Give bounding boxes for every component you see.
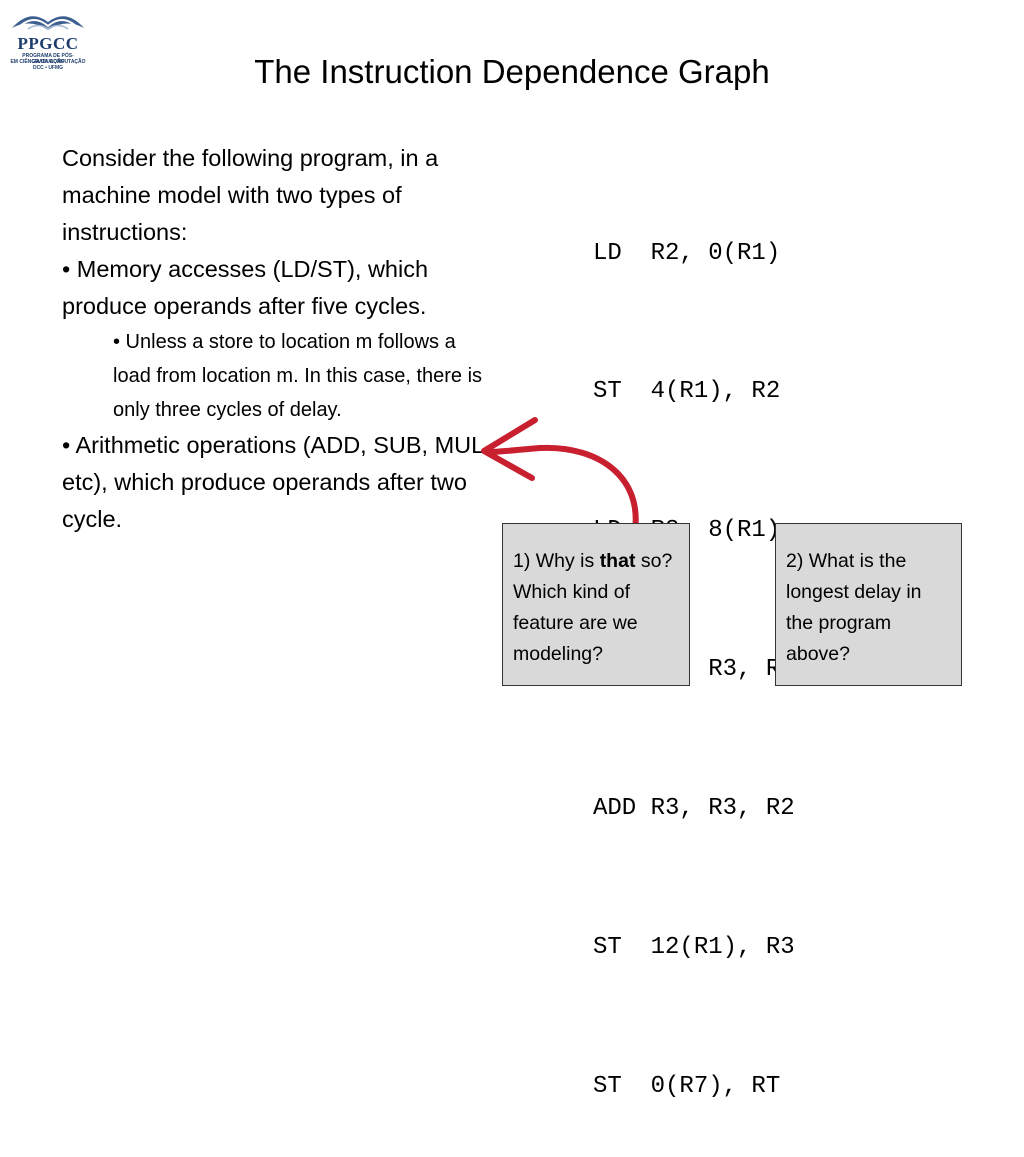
logo-subtitle-line-3: DCC • UFMG <box>32 65 64 71</box>
sub-bullet-store-after-load: • Unless a store to location m follows a… <box>113 331 483 421</box>
description-text: Consider the following program, in a mac… <box>62 140 502 538</box>
slide-title: The Instruction Dependence Graph <box>254 53 770 90</box>
question-2-text: 2) What is the longest delay in the prog… <box>786 550 922 665</box>
question-box-2: 2) What is the longest delay in the prog… <box>775 523 962 686</box>
program-line-7: ST 0(R7), RT <box>593 1072 781 1100</box>
ppgcc-wings-icon <box>12 16 84 30</box>
program-line-2: ST 4(R1), R2 <box>593 378 781 406</box>
bullet-arithmetic-operations: • Arithmetic operations (ADD, SUB, MUL, … <box>62 432 491 532</box>
logo-subtitle-line-1: PROGRAMA DE PÓS-GRADUAÇÃO <box>22 53 74 65</box>
question-box-1: 1) Why is that so? Which kind of feature… <box>502 523 690 686</box>
program-line-1: LD R2, 0(R1) <box>593 239 781 267</box>
question-1-text-start: 1) Why is <box>513 550 600 572</box>
logo-name: PPGCC <box>17 34 79 53</box>
ppgcc-logo: PPGCC PROGRAMA DE PÓS-GRADUAÇÃO EM CIÊNC… <box>6 6 90 71</box>
program-line-5: ADD R3, R3, R2 <box>593 795 795 823</box>
question-1-text-end: so? Which kind of feature are we modelin… <box>513 550 673 665</box>
program-line-6: ST 12(R1), R3 <box>593 934 795 962</box>
question-1-emphasis: that <box>599 550 636 572</box>
logo-subtitle-line-2: EM CIÊNCIA DA COMPUTAÇÃO <box>10 59 86 65</box>
bullet-memory-accesses: • Memory accesses (LD/ST), which produce… <box>62 256 429 319</box>
intro-paragraph: Consider the following program, in a mac… <box>62 145 439 245</box>
